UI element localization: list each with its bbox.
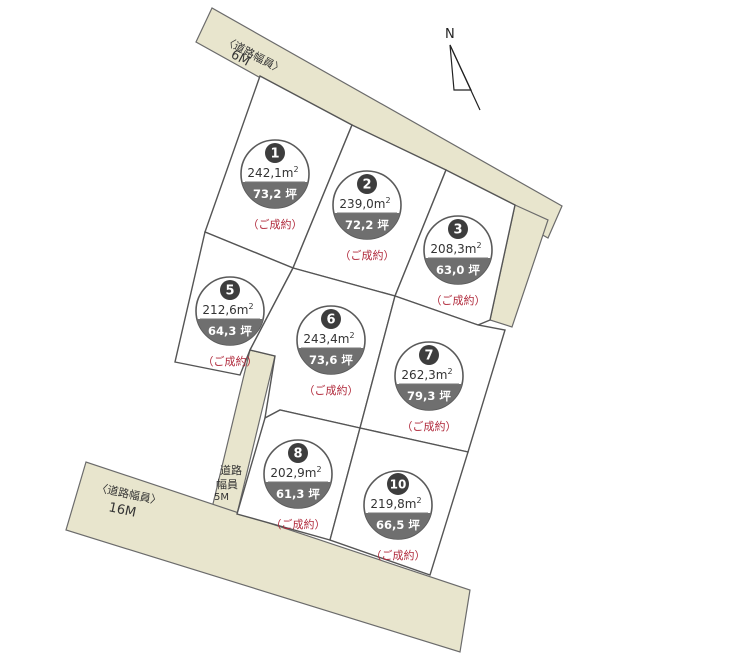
lot-status: （ご成約）: [431, 293, 486, 307]
lot-area: 219,8m2: [370, 496, 421, 511]
lot-number-disc: [387, 473, 409, 495]
lot-tsubo: 72,2 坪: [345, 218, 389, 232]
lot-status: （ご成約）: [304, 383, 359, 397]
lot-badge-7: 7 262,3m2 79,3 坪 （ご成約）: [394, 341, 464, 433]
lot-tsubo: 73,6 坪: [309, 353, 353, 367]
lot-area: 239,0m2: [339, 196, 390, 211]
lot-badge-1: 1 242,1m2 73,2 坪 （ご成約）: [240, 139, 310, 231]
lot-badge-2: 2 239,0m2 72,2 坪 （ご成約）: [332, 170, 402, 262]
road-north: [195, 7, 563, 239]
lot-area: 208,3m2: [430, 241, 481, 256]
lot-area: 202,9m2: [270, 465, 321, 480]
lot-status: （ご成約）: [271, 517, 326, 531]
road-south-width: 16M: [107, 500, 137, 520]
lot-status: （ご成約）: [248, 217, 303, 231]
lot-tsubo: 61,3 坪: [276, 487, 320, 501]
lot-number: 1: [270, 147, 279, 162]
lot-number-disc: [220, 280, 240, 300]
lot-number: 10: [390, 478, 407, 492]
lot-tsubo: 79,3 坪: [407, 389, 451, 403]
lot-number: 7: [424, 349, 433, 364]
north-arrow-head-icon: [449, 44, 472, 91]
lot-badge-6: 6 243,4m2 73,6 坪 （ご成約）: [296, 305, 366, 397]
lot-number: 2: [362, 178, 371, 193]
lot-status: （ご成約）: [203, 354, 258, 368]
lot-number: 6: [326, 313, 335, 328]
lot-area: 242,1m2: [247, 165, 298, 180]
lot-badge-5: 5 212,6m2 64,3 坪 （ご成約）: [195, 276, 265, 368]
lot-tsubo: 66,5 坪: [376, 518, 420, 532]
lot-tsubo: 73,2 坪: [253, 187, 297, 201]
lot-status: （ご成約）: [340, 248, 395, 262]
lot-badge-3: 3 208,3m2 63,0 坪 （ご成約）: [423, 215, 493, 307]
lot-number-disc: [448, 219, 468, 239]
lot-status: （ご成約）: [402, 419, 457, 433]
road-west-label-2: 幅員: [216, 478, 238, 491]
lot-area: 243,4m2: [303, 331, 354, 346]
road-south: [65, 461, 471, 653]
lot-number: 8: [293, 447, 302, 462]
road-west-width: 5M: [214, 492, 229, 503]
lot-area: 262,3m2: [401, 367, 452, 382]
north-arrow: N: [445, 27, 481, 111]
lot-tsubo: 63,0 坪: [436, 263, 480, 277]
lot-number-disc: [288, 443, 308, 463]
lot-status: （ご成約）: [371, 548, 426, 562]
lot-number: 5: [225, 284, 234, 299]
north-label: N: [445, 27, 455, 42]
lot-badge-10: 10 219,8m2 66,5 坪 （ご成約）: [363, 470, 433, 562]
lot-number-disc: [321, 309, 341, 329]
lot-badge-8: 8 202,9m2 61,3 坪 （ご成約）: [263, 439, 333, 531]
lot-area: 212,6m2: [202, 302, 253, 317]
lot-number: 3: [453, 223, 462, 238]
lot-number-disc: [357, 174, 377, 194]
lot-tsubo: 64,3 坪: [208, 324, 252, 338]
road-west-label-1: 道路: [220, 463, 242, 477]
lot-number-disc: [265, 143, 285, 163]
lot-number-disc: [419, 345, 439, 365]
